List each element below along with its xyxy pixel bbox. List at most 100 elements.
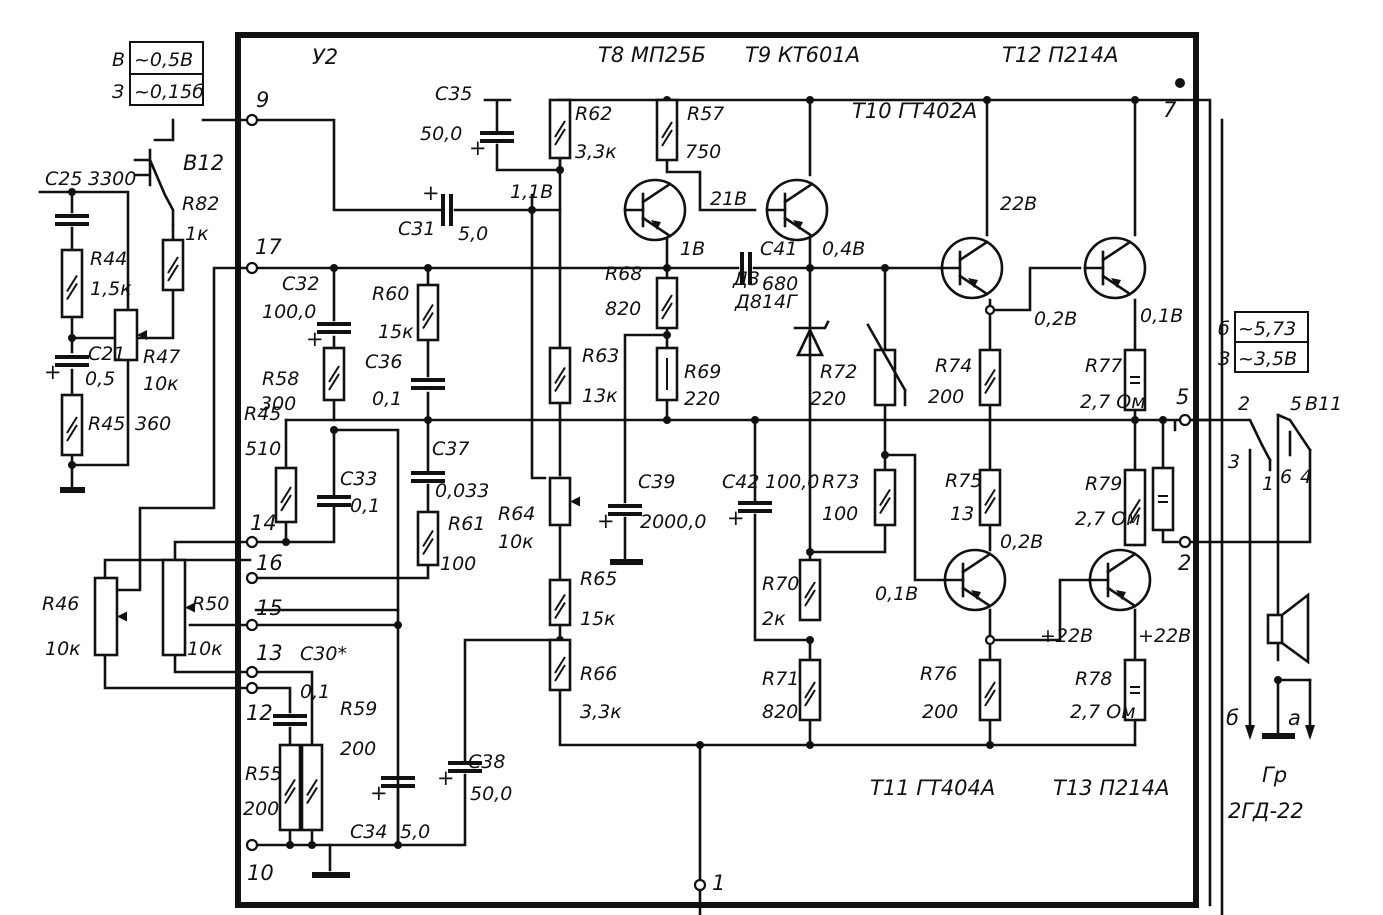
svg-text:9: 9	[256, 88, 269, 112]
value-r55: 200	[243, 798, 279, 820]
svg-text:З: З	[112, 81, 124, 103]
label-r71: R71	[762, 668, 799, 690]
terminal-16	[245, 571, 259, 585]
svg-text:7: 7	[1163, 98, 1177, 122]
label-c38: C38	[468, 751, 505, 773]
svg-text:+: +	[597, 509, 615, 533]
value-r72: 220	[810, 388, 846, 410]
value-r60: 15к	[378, 321, 414, 343]
transistor-t10	[940, 236, 1004, 300]
svg-text:15: 15	[256, 596, 283, 620]
zener-diode-d3: Д3 Д814Г	[732, 268, 830, 357]
label-c41: C41	[760, 238, 797, 260]
terminal-14	[245, 535, 259, 549]
value-r71: 820	[762, 701, 798, 723]
svg-text:+22В: +22В	[1138, 625, 1191, 647]
voltage-labels: 1,1В 21В 1В 0,4В 22В 0,2В 0,1В 0,2В 0,1В…	[510, 181, 1191, 647]
label-r69: R69	[684, 361, 721, 383]
terminal-9	[245, 113, 259, 127]
svg-text:б: б	[1218, 318, 1230, 340]
label-c25: C25	[45, 168, 82, 190]
value-r65: 15к	[580, 608, 616, 630]
terminal-13	[245, 665, 259, 679]
value-r79: 2,7 Ом	[1075, 508, 1141, 530]
terminal-10	[245, 838, 259, 852]
label-c37: C37	[432, 438, 469, 460]
value-r46: 10к	[45, 638, 81, 660]
label-c31: C31	[398, 218, 435, 240]
svg-text:0,4В: 0,4В	[822, 238, 865, 260]
switch-b11[interactable]: 2 5 В11 3 1 6 4	[1228, 393, 1342, 495]
capacitor-c38: + C38 50,0	[437, 751, 512, 805]
svg-text:В11: В11	[1305, 393, 1342, 415]
resistor-r46[interactable]: R46 10к	[42, 576, 127, 660]
label-r70: R70	[762, 573, 799, 595]
value-r63: 13к	[582, 385, 618, 407]
value-r45: 510	[245, 438, 281, 460]
label-c33: C33	[340, 468, 377, 490]
svg-text:16: 16	[256, 551, 283, 575]
label-r50: R50	[192, 593, 229, 615]
value-c38: 50,0	[470, 783, 512, 805]
label-c21: C21	[88, 343, 125, 365]
svg-text:+: +	[44, 360, 62, 384]
label-r59: R59	[340, 698, 377, 720]
label-r76: R76	[920, 663, 957, 685]
transistors	[623, 178, 1152, 612]
svg-text:0,2В: 0,2В	[1034, 308, 1077, 330]
svg-text:Гр: Гр	[1262, 763, 1287, 787]
label-r74: R74	[935, 355, 972, 377]
label-r58: R58	[262, 368, 299, 390]
terminal-5	[1178, 413, 1192, 427]
svg-text:T8 МП25Б: T8 МП25Б	[598, 43, 706, 67]
svg-text:+: +	[306, 327, 324, 351]
terminal-2	[1178, 535, 1192, 549]
svg-text:3: 3	[1228, 451, 1240, 473]
value-r82: 1к	[185, 223, 209, 245]
value-r64: 10к	[498, 531, 534, 553]
value-r69: 220	[684, 388, 720, 410]
value-c34: 5,0	[400, 821, 430, 843]
value-r59: 200	[340, 738, 376, 760]
label-r46: R46	[42, 593, 79, 615]
svg-text:1: 1	[1262, 473, 1274, 495]
ground-symbols	[60, 487, 1295, 878]
svg-text:17: 17	[255, 235, 282, 259]
label-r63: R63	[582, 345, 619, 367]
svg-text:T12 П214А: T12 П214А	[1002, 43, 1119, 67]
svg-text:4: 4	[1300, 466, 1312, 488]
label-r78: R78	[1075, 668, 1112, 690]
value-r77: 2,7 Ом	[1080, 391, 1146, 413]
block-name: У2	[312, 45, 338, 69]
svg-text:~3,5В: ~3,5В	[1238, 348, 1297, 370]
value-r47: 10к	[143, 373, 179, 395]
svg-text:З: З	[1218, 348, 1230, 370]
svg-text:T11 ГТ404А: T11 ГТ404А	[870, 776, 995, 800]
value-c30: 0,1	[300, 681, 330, 703]
svg-text:Д814Г: Д814Г	[734, 291, 798, 313]
label-r57: R57	[687, 103, 724, 125]
svg-text:+: +	[437, 766, 455, 790]
value-r66: 3,3к	[580, 701, 622, 723]
value-c31: 5,0	[458, 223, 488, 245]
